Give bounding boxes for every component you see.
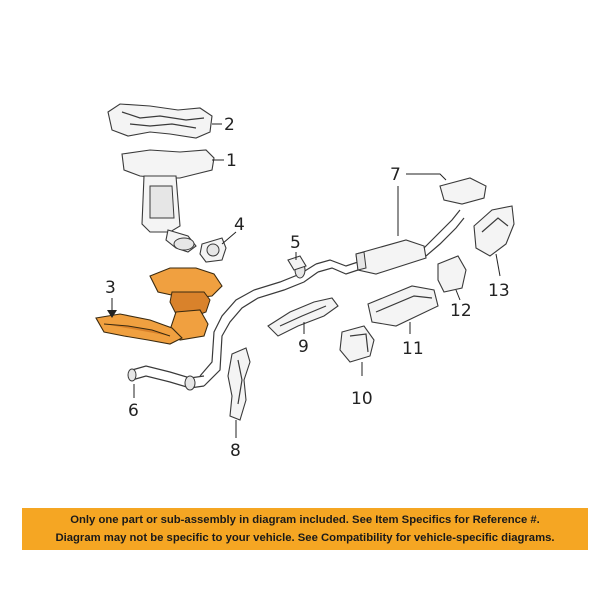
part-11-heat-shield [367, 285, 439, 327]
part-1-manifold-converter [121, 149, 215, 253]
part-6-front-pipe [127, 365, 205, 391]
compatibility-notice-banner: Only one part or sub-assembly in diagram… [22, 508, 588, 550]
callout-4-leader [221, 231, 237, 245]
callout-9-label: 9 [298, 337, 309, 357]
callout-4-label: 4 [234, 215, 245, 235]
callout-7-label: 7 [390, 165, 401, 185]
callout-5-label: 5 [290, 233, 301, 253]
part-8-heat-shield [227, 347, 251, 421]
callout-12-leader [455, 289, 461, 301]
part-12-bracket [437, 255, 467, 293]
part-3-highlighted-assembly [95, 267, 223, 345]
callout-12-label: 12 [450, 301, 472, 321]
part-7-muffler-assembly [315, 177, 487, 275]
notice-line-2: Diagram may not be specific to your vehi… [55, 532, 555, 544]
callout-10-label: 10 [351, 389, 373, 409]
part-9-heat-shield [267, 297, 339, 337]
notice-line-1: Only one part or sub-assembly in diagram… [70, 514, 540, 526]
callout-13-leader [495, 253, 501, 277]
callout-3-label: 3 [105, 278, 116, 298]
callout-13-label: 13 [488, 281, 510, 301]
part-10-heat-shield [339, 325, 375, 363]
callout-3-arrowhead [107, 310, 117, 318]
callout-8-label: 8 [230, 441, 241, 461]
part-4-gasket [199, 237, 227, 263]
callout-6-label: 6 [128, 401, 139, 421]
callout-11-label: 11 [402, 339, 424, 359]
part-2-heat-shield [107, 103, 213, 139]
part-13-heat-shield [473, 205, 515, 257]
callout-1-label: 1 [226, 151, 237, 171]
callout-7-leader [406, 173, 447, 181]
callout-2-label: 2 [224, 115, 235, 135]
